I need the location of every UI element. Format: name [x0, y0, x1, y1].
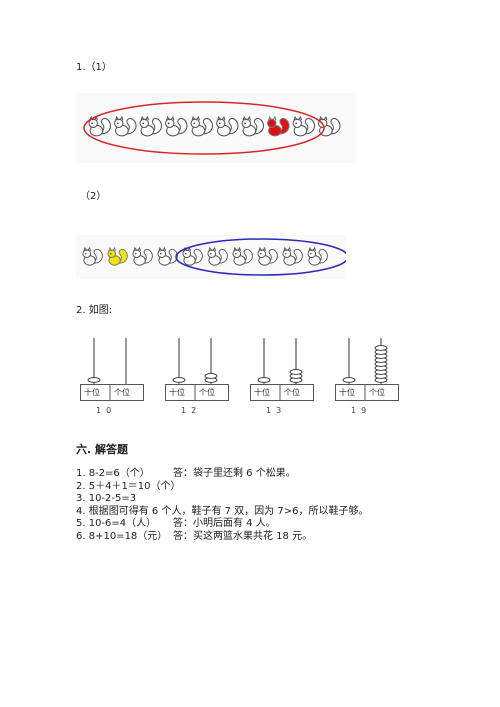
squirrel-icon: [114, 115, 137, 137]
answer-equation: 5. 10-6=4（人）: [76, 518, 157, 529]
squirrel-icon: [318, 115, 341, 137]
squirrel-icon: [241, 115, 265, 137]
squirrel-strip-2: [76, 235, 346, 279]
tens-place-label: 十位: [84, 388, 100, 397]
squirrel-icon: [292, 115, 316, 137]
squirrel-icon: [267, 115, 290, 137]
abacus-digits: 1 3: [266, 406, 282, 415]
answer-row: 6. 8+10=18（元） 答：买这两篮水果共花 18 元。: [76, 531, 476, 543]
ones-place-label: 个位: [199, 388, 215, 397]
squirrel-icon: [82, 246, 103, 266]
squirrel-icon: [190, 115, 214, 137]
abacus-digits: 1 9: [351, 406, 367, 415]
answer-row: 3. 10-2-5=3: [76, 493, 476, 505]
answer-text: 答：袋子里还剩 6 个松果。: [173, 468, 296, 479]
squirrel-icon: [132, 246, 153, 266]
squirrel-row-2: [82, 246, 328, 266]
section6-title: 六. 解答题: [76, 443, 129, 456]
answer-equation: 4. 根据图可得有 6 个人，鞋子有 7 双，因为 7>6，所以鞋子够。: [76, 505, 369, 517]
squirrel-icon: [232, 246, 253, 266]
ones-bead: [374, 345, 388, 351]
tens-bead: [87, 377, 101, 383]
ones-place-label: 个位: [114, 388, 130, 397]
ones-bead: [204, 373, 218, 379]
squirrel-icon: [157, 246, 178, 266]
squirrel-icon: [182, 246, 203, 266]
squirrel-icon: [88, 115, 112, 137]
q2-label: 2. 如图:: [76, 305, 113, 316]
q1-part2-label: （2）: [80, 191, 107, 202]
tens-place-label: 十位: [254, 388, 270, 397]
squirrel-row-1: [88, 115, 341, 137]
squirrel-icon: [207, 246, 228, 266]
ones-bead: [289, 369, 303, 375]
q1-label: 1.（1）: [76, 62, 112, 73]
answer-row: 2. 5＋4＋1＝10（个）: [76, 481, 476, 493]
abacus-digits: 1 0: [96, 406, 112, 415]
answer-row: 5. 10-6=4（人） 答：小明后面有 4 人。: [76, 518, 476, 530]
squirrel-strip-1: [76, 93, 356, 163]
squirrel-icon: [216, 115, 239, 137]
tens-bead: [172, 377, 186, 383]
squirrel-icon: [282, 246, 303, 266]
squirrel-icon: [107, 246, 128, 266]
answer-equation: 1. 8-2=6（个）: [76, 468, 150, 479]
blue-ellipse: [175, 238, 346, 276]
squirrel-icon: [165, 115, 188, 137]
squirrel-icon: [139, 115, 163, 137]
red-ellipse: [83, 101, 325, 155]
ones-place-label: 个位: [284, 388, 300, 397]
answer-text: 答：买这两篮水果共花 18 元。: [173, 530, 313, 542]
tens-bead: [342, 377, 356, 383]
tens-place-label: 十位: [169, 388, 185, 397]
answer-text: 答：小明后面有 4 人。: [173, 518, 276, 529]
answer-equation: 3. 10-2-5=3: [76, 493, 137, 504]
ones-place-label: 个位: [369, 388, 385, 397]
abacus-digits: 1 2: [181, 406, 197, 415]
tens-bead: [257, 377, 271, 383]
answer-row: 1. 8-2=6（个） 答：袋子里还剩 6 个松果。: [76, 468, 476, 480]
answer-row: 4. 根据图可得有 6 个人，鞋子有 7 双，因为 7>6，所以鞋子够。: [76, 506, 476, 518]
squirrel-icon: [257, 246, 278, 266]
tens-place-label: 十位: [339, 388, 355, 397]
squirrel-icon: [307, 246, 328, 266]
answer-equation: 6. 8+10=18（元）: [76, 530, 168, 542]
answer-equation: 2. 5＋4＋1＝10（个）: [76, 480, 181, 492]
